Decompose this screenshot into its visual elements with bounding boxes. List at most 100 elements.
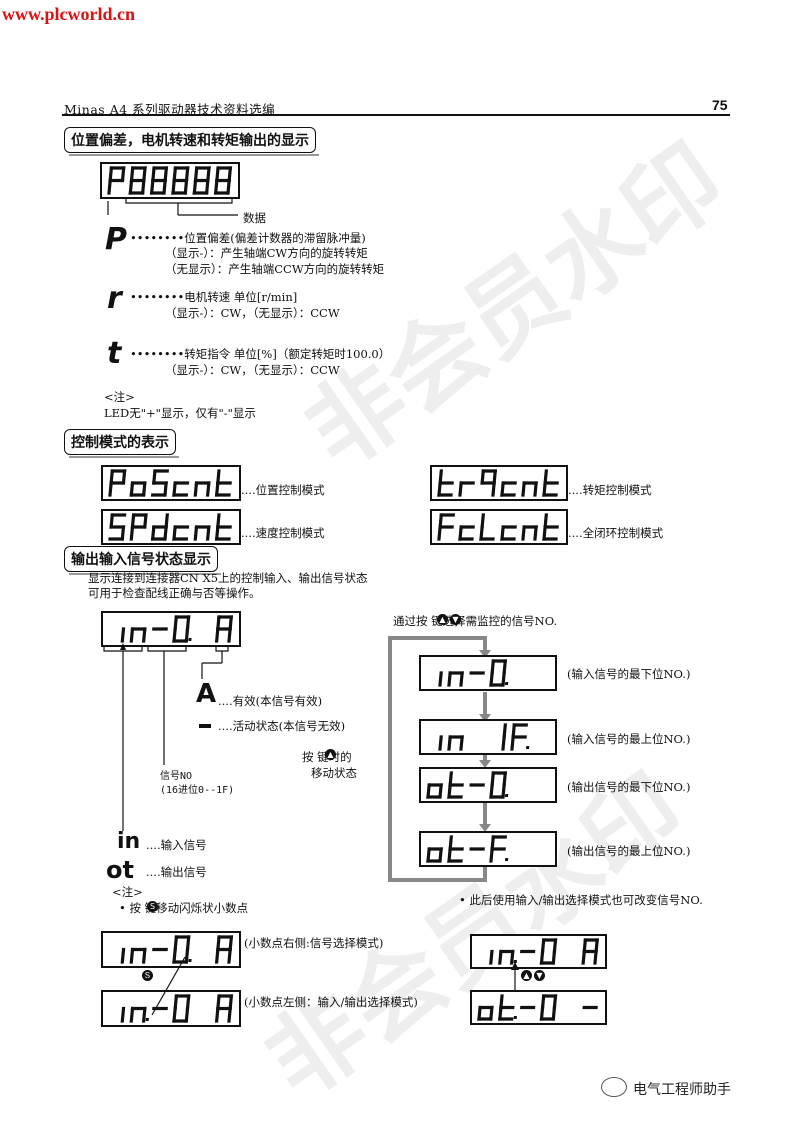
desc-line: 显示连接到连接器CN X5上的控制输入、输出信号状态 [88,571,368,585]
led-segments [437,469,559,497]
flow-label: (输入信号的最下位NO.) [567,667,691,681]
item-P-line2: （显示-）：产生轴端CW方向的旋转转矩 [165,246,368,260]
led-segments [426,771,509,799]
led-digit [426,783,443,799]
led-digit [172,994,191,1023]
note-title: <注> [104,390,135,404]
led-digit [192,166,211,195]
led-segments [107,166,233,195]
led-digit [521,525,538,541]
led-segments [438,659,509,687]
mode-label: ....位置控制模式 [241,483,325,497]
watermark-stamp: 非会员水印 [286,122,744,490]
in-label: ....输入信号 [146,838,207,852]
led-display-fclcnt [430,509,568,545]
ot-label: ....输出信号 [146,865,207,879]
data-label: 数据 [243,211,266,225]
flow-title: 通过按 键选择需监控的信号NO. [393,614,558,628]
flow-display [419,831,557,867]
mode-label: ....转矩控制模式 [568,483,652,497]
led-digit [213,166,233,195]
led-segments [120,994,234,1023]
led-digit [214,994,234,1023]
page-number: 75 [712,97,728,113]
led-digit [437,469,454,497]
led-digit [426,847,443,863]
led-digit [498,994,517,1021]
led-digit [542,513,559,541]
flow-display [419,655,557,691]
glyph-A: A [196,679,217,709]
led-digit [120,947,126,964]
mode-label: ....全闭环控制模式 [568,526,664,540]
led-segments [489,938,599,965]
led-digit [214,469,232,497]
led-digit [172,935,192,964]
led-digit [214,935,234,964]
flow-display [419,767,557,803]
led-digit [489,659,509,687]
led-digit [480,469,498,497]
item-t-line2: （显示-）：CW，（无显示）：CCW [165,363,340,377]
led-digit [458,525,475,541]
led-digit [120,1006,126,1023]
led-segments [477,994,598,1021]
signal-no-range: (16进位0--1F) [160,785,235,796]
led-display-poscnt [101,465,241,501]
flow-note: • 此后使用输入/输出选择模式也可改变信号NO. [459,893,703,907]
led-digit [129,1006,149,1023]
legend-active: ....有效(本信号有效) [218,694,323,708]
led-digit [489,835,509,863]
led-segments [438,723,530,751]
note-text: • 按 键移动闪烁状小数点 [119,901,249,915]
led-digit [171,166,190,195]
item-r-line2: （显示-）：CW，（无显示）：CCW [165,306,340,320]
led-display-spdcnt [101,509,241,545]
led-display-io [101,611,241,647]
led-digit [500,525,517,541]
led-display [100,162,240,199]
led-digit [172,481,190,497]
brand-label: 电气工程师助手 [633,1082,731,1098]
led-digit [437,513,456,541]
watermark-url: www.plcworld.cn [2,4,136,24]
led-digit [447,835,464,863]
led-segments [108,469,232,497]
led-segments [120,615,234,643]
item-t-line1: ••••••••转矩指令 单位[%]（额定转矩时100.0） [130,347,391,361]
down-key-icon: ▼ [450,614,461,625]
led-digit [489,771,509,799]
note-text: LED无"+"显示，仅有"-"显示 [104,406,256,420]
up-key-icon: ▲ [325,749,336,760]
led-digit [438,735,443,751]
glyph-P: P [105,222,127,257]
dash-glyph [199,724,211,728]
led-digit [172,615,192,643]
led-digit [172,525,190,541]
led-digit [447,771,464,799]
led-digit [447,735,464,751]
flow-label: (输出信号的最上位NO.) [567,844,691,858]
item-P-line3: （无显示）：产生轴端CCW方向的旋转转矩 [165,262,385,276]
header-rule [62,114,730,116]
section-title: 控制模式的表示 [64,429,179,458]
led-digit [129,513,148,541]
glyph-in: in [117,829,141,854]
led-digit [539,938,558,965]
led-digit [447,671,464,687]
led-digit [581,938,599,965]
led-digit [489,949,494,965]
led-digit [214,615,234,643]
item-r-line1: ••••••••电机转速 单位[r/min] [130,290,298,304]
led-digit [120,627,126,643]
section-title: 位置偏差，电机转速和转矩输出的显示 [64,127,319,156]
down-key-icon: ▼ [534,970,545,981]
led-digit [498,949,517,965]
led-digit [438,671,443,687]
bracket-lines [107,198,238,216]
led-digit [193,525,211,541]
led-digit [542,469,559,497]
led-digit [458,481,475,497]
set-key-icon: S [142,970,153,981]
led-digit [539,994,558,1021]
